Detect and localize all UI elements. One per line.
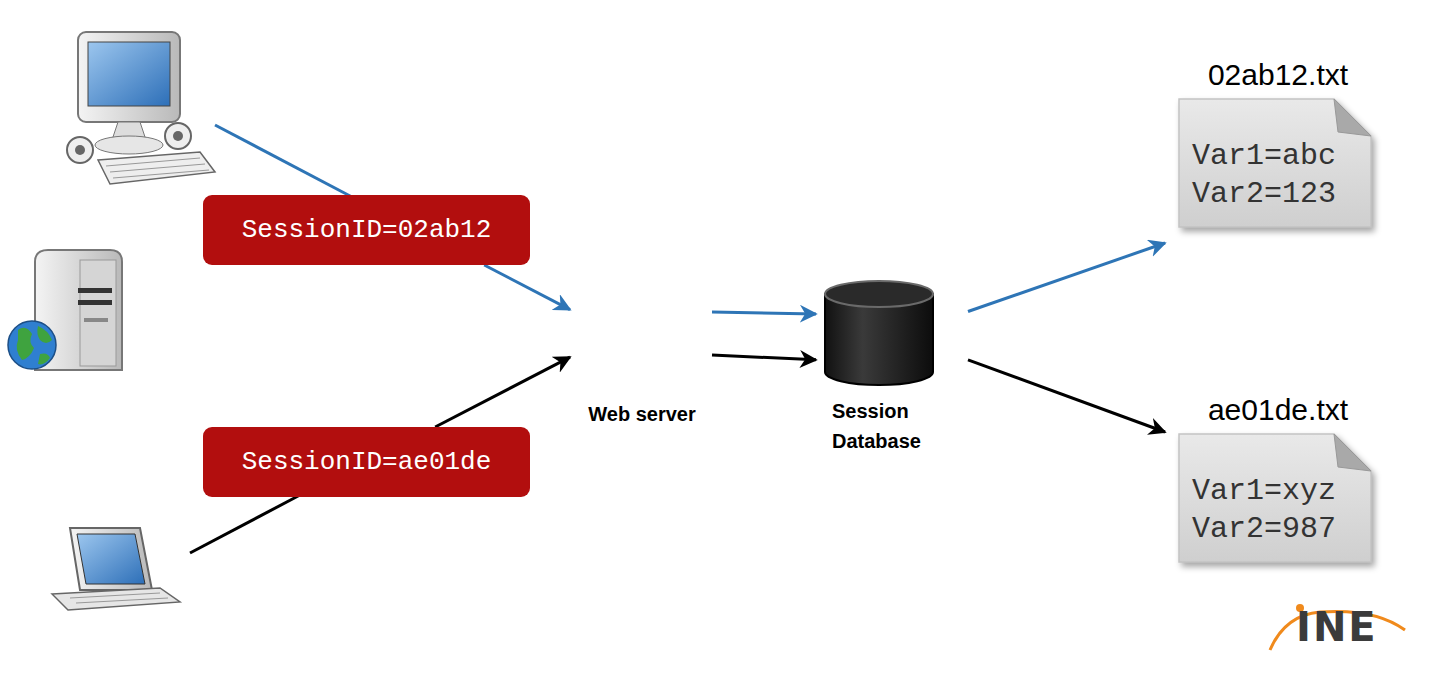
session-id-box: SessionID=ae01de xyxy=(203,427,530,497)
arrow-connector xyxy=(484,265,570,310)
session-file: ae01de.txtVar1=xyz Var2=987 xyxy=(1178,390,1378,568)
node-text: SessionID=02ab12 xyxy=(242,215,492,245)
node-text: Web server xyxy=(588,403,695,426)
arrow-connector xyxy=(712,312,816,314)
arrow-connector xyxy=(968,243,1165,311)
laptop-icon xyxy=(52,528,180,610)
file-content: Var1=xyz Var2=987 xyxy=(1178,433,1367,548)
client-line xyxy=(215,125,352,197)
logo-swoosh xyxy=(1270,604,1405,650)
file-content: Var1=abc Var2=123 xyxy=(1178,98,1367,213)
database-node: Session Database xyxy=(818,278,943,464)
server-icon xyxy=(8,250,122,370)
arrow-connector xyxy=(712,355,816,360)
server-label: Web server xyxy=(572,290,712,430)
arrow-connector xyxy=(435,357,570,427)
client-line xyxy=(190,495,300,553)
node-text: SessionID=ae01de xyxy=(242,447,492,477)
desktop-icon xyxy=(67,32,215,184)
session-id-box: SessionID=02ab12 xyxy=(203,195,530,265)
file-name: 02ab12.txt xyxy=(1178,55,1378,98)
database-cylinder xyxy=(823,278,935,388)
node-text: Session Database xyxy=(818,396,943,456)
arrow-connector xyxy=(968,360,1165,432)
session-file: 02ab12.txtVar1=abc Var2=123 xyxy=(1178,55,1378,233)
file-name: ae01de.txt xyxy=(1178,390,1378,433)
logo-text: INE xyxy=(1296,604,1378,650)
